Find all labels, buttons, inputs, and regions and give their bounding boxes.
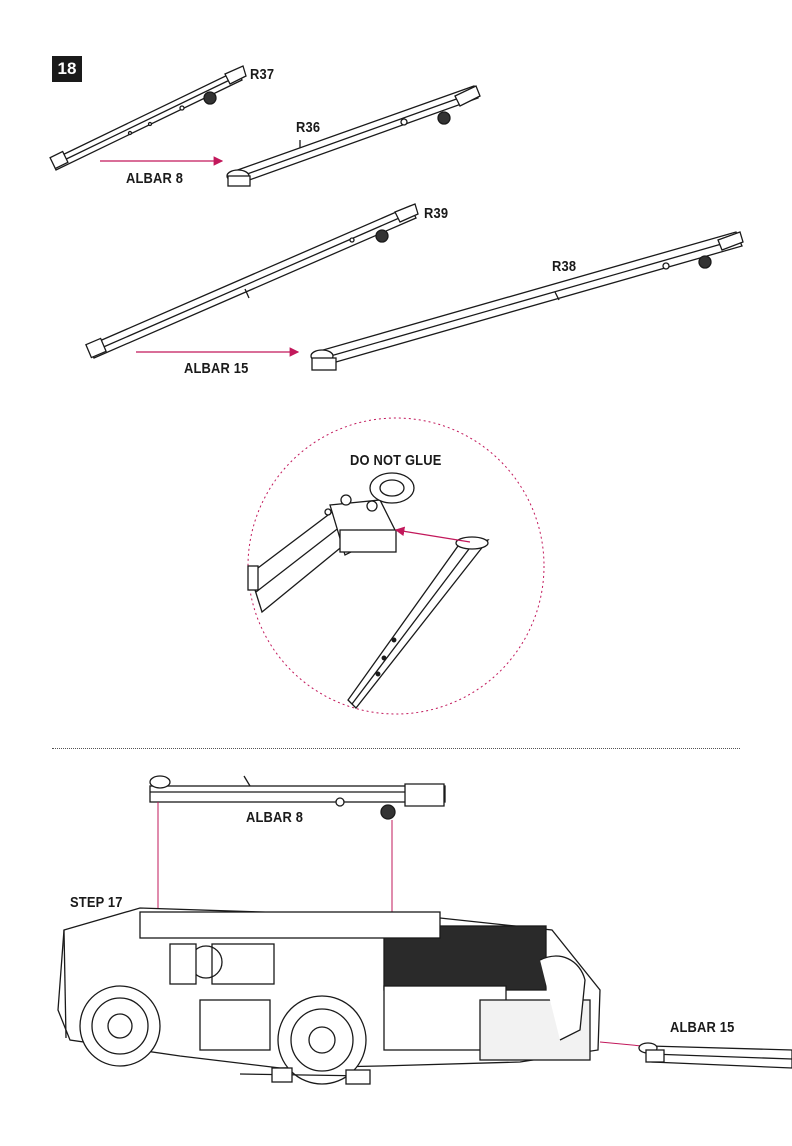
albar15-attached-bar — [638, 1042, 792, 1069]
label-r38: R38 — [552, 258, 577, 275]
detail-insert-arrow — [394, 526, 471, 543]
section-divider — [52, 748, 740, 749]
detail-callout-circle — [247, 417, 545, 715]
part-r39-bar — [85, 203, 419, 359]
label-previous-step: STEP 17 — [70, 894, 123, 911]
label-albar15-top: ALBAR 15 — [184, 360, 249, 377]
albar8-assembled-bar — [149, 775, 446, 820]
part-r38-bar — [310, 231, 744, 371]
aircraft-tug-vehicle — [57, 907, 643, 1085]
part-r37-bar — [49, 65, 247, 171]
step-number-badge: 18 — [52, 56, 82, 82]
label-albar8-top: ALBAR 8 — [126, 170, 184, 187]
label-r39: R39 — [424, 205, 449, 222]
label-r36: R36 — [296, 119, 321, 136]
part-r36-bar — [226, 85, 481, 187]
detail-note-do-not-glue: DO NOT GLUE — [350, 452, 442, 469]
label-albar8-bottom: ALBAR 8 — [246, 809, 304, 826]
label-r37: R37 — [250, 66, 275, 83]
detail-tow-eye-joint — [247, 472, 490, 709]
label-albar15-bottom: ALBAR 15 — [670, 1019, 735, 1036]
